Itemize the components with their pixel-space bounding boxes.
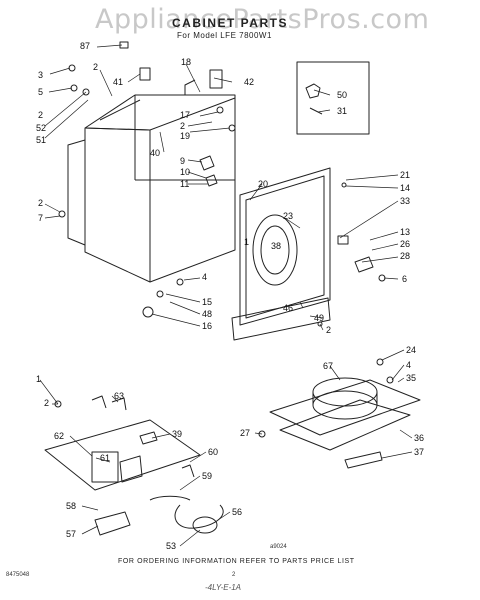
callout-49: 49 [314,313,325,323]
callout-13: 13 [400,227,411,237]
callout-24: 24 [406,345,417,355]
cabinet-body [67,79,236,283]
inset-parts [305,83,323,115]
callout-2: 2 [93,62,99,72]
callout-2: 2 [326,325,332,335]
callout-18: 18 [181,57,192,67]
document-code: 8475048 [6,572,30,578]
callout-40: 40 [150,148,161,158]
base-assembly [269,377,421,469]
callout-63: 63 [114,391,125,401]
callout-4: 4 [202,272,208,282]
callout-51: 51 [36,135,47,145]
callout-42: 42 [244,77,255,87]
callout-52: 52 [36,123,47,133]
callout-1: 1 [36,374,42,384]
front-panel [239,167,331,326]
callout-61: 61 [100,453,111,463]
callout-57: 57 [66,529,77,539]
leader-lines [39,44,413,547]
callout-33: 33 [400,196,411,206]
callout-3: 3 [38,70,44,80]
callout-6: 6 [402,274,408,284]
callout-59: 59 [202,471,213,481]
callout-38: 38 [271,241,282,251]
callout-2: 2 [44,398,50,408]
callout-62: 62 [54,431,65,441]
callout-20: 20 [258,179,269,189]
callout-1: 1 [244,237,250,247]
callout-28: 28 [400,251,411,261]
callout-39: 39 [172,429,183,439]
callout-50: 50 [337,90,348,100]
callout-48: 48 [202,309,213,319]
access-panel [231,297,331,341]
callout-15: 15 [202,297,213,307]
figure-code: a9024 [270,544,287,550]
page-mark: 2 [232,572,236,578]
watermark-text: AppliancePartsPros.com [95,4,430,35]
ordering-footer: FOR ORDERING INFORMATION REFER TO PARTS … [118,558,355,565]
callout-21: 21 [400,170,411,180]
callout-56: 56 [232,507,243,517]
callout-46: 46 [283,303,294,313]
callout-7: 7 [38,213,44,223]
callout-19: 19 [180,131,191,141]
handwritten-mark: -4LY-E-1A [205,583,242,592]
callout-36: 36 [414,433,425,443]
callout-35: 35 [406,373,417,383]
callout-58: 58 [66,501,77,511]
callout-2: 2 [38,110,44,120]
callout-23: 23 [283,211,294,221]
model-line: For Model LFE 7800W1 [177,31,272,40]
callout-14: 14 [400,183,411,193]
callout-4: 4 [406,360,412,370]
callout-9: 9 [180,156,186,166]
callout-10: 10 [180,167,191,177]
inset-box [296,61,370,135]
callout-37: 37 [414,447,425,457]
callout-5: 5 [38,87,44,97]
diagram-title: CABINET PARTS [172,16,288,30]
callout-60: 60 [208,447,219,457]
callout-17: 17 [180,110,191,120]
callout-41: 41 [113,77,124,87]
callout-16: 16 [202,321,213,331]
callout-11: 11 [180,179,190,189]
callout-26: 26 [400,239,411,249]
callout-27: 27 [240,428,251,438]
callout-2: 2 [180,121,186,131]
callout-87: 87 [80,41,91,51]
callout-67: 67 [323,361,334,371]
callout-2: 2 [38,198,44,208]
callout-53: 53 [166,541,177,551]
lower-assembly [44,419,224,536]
callout-31: 31 [337,106,348,116]
